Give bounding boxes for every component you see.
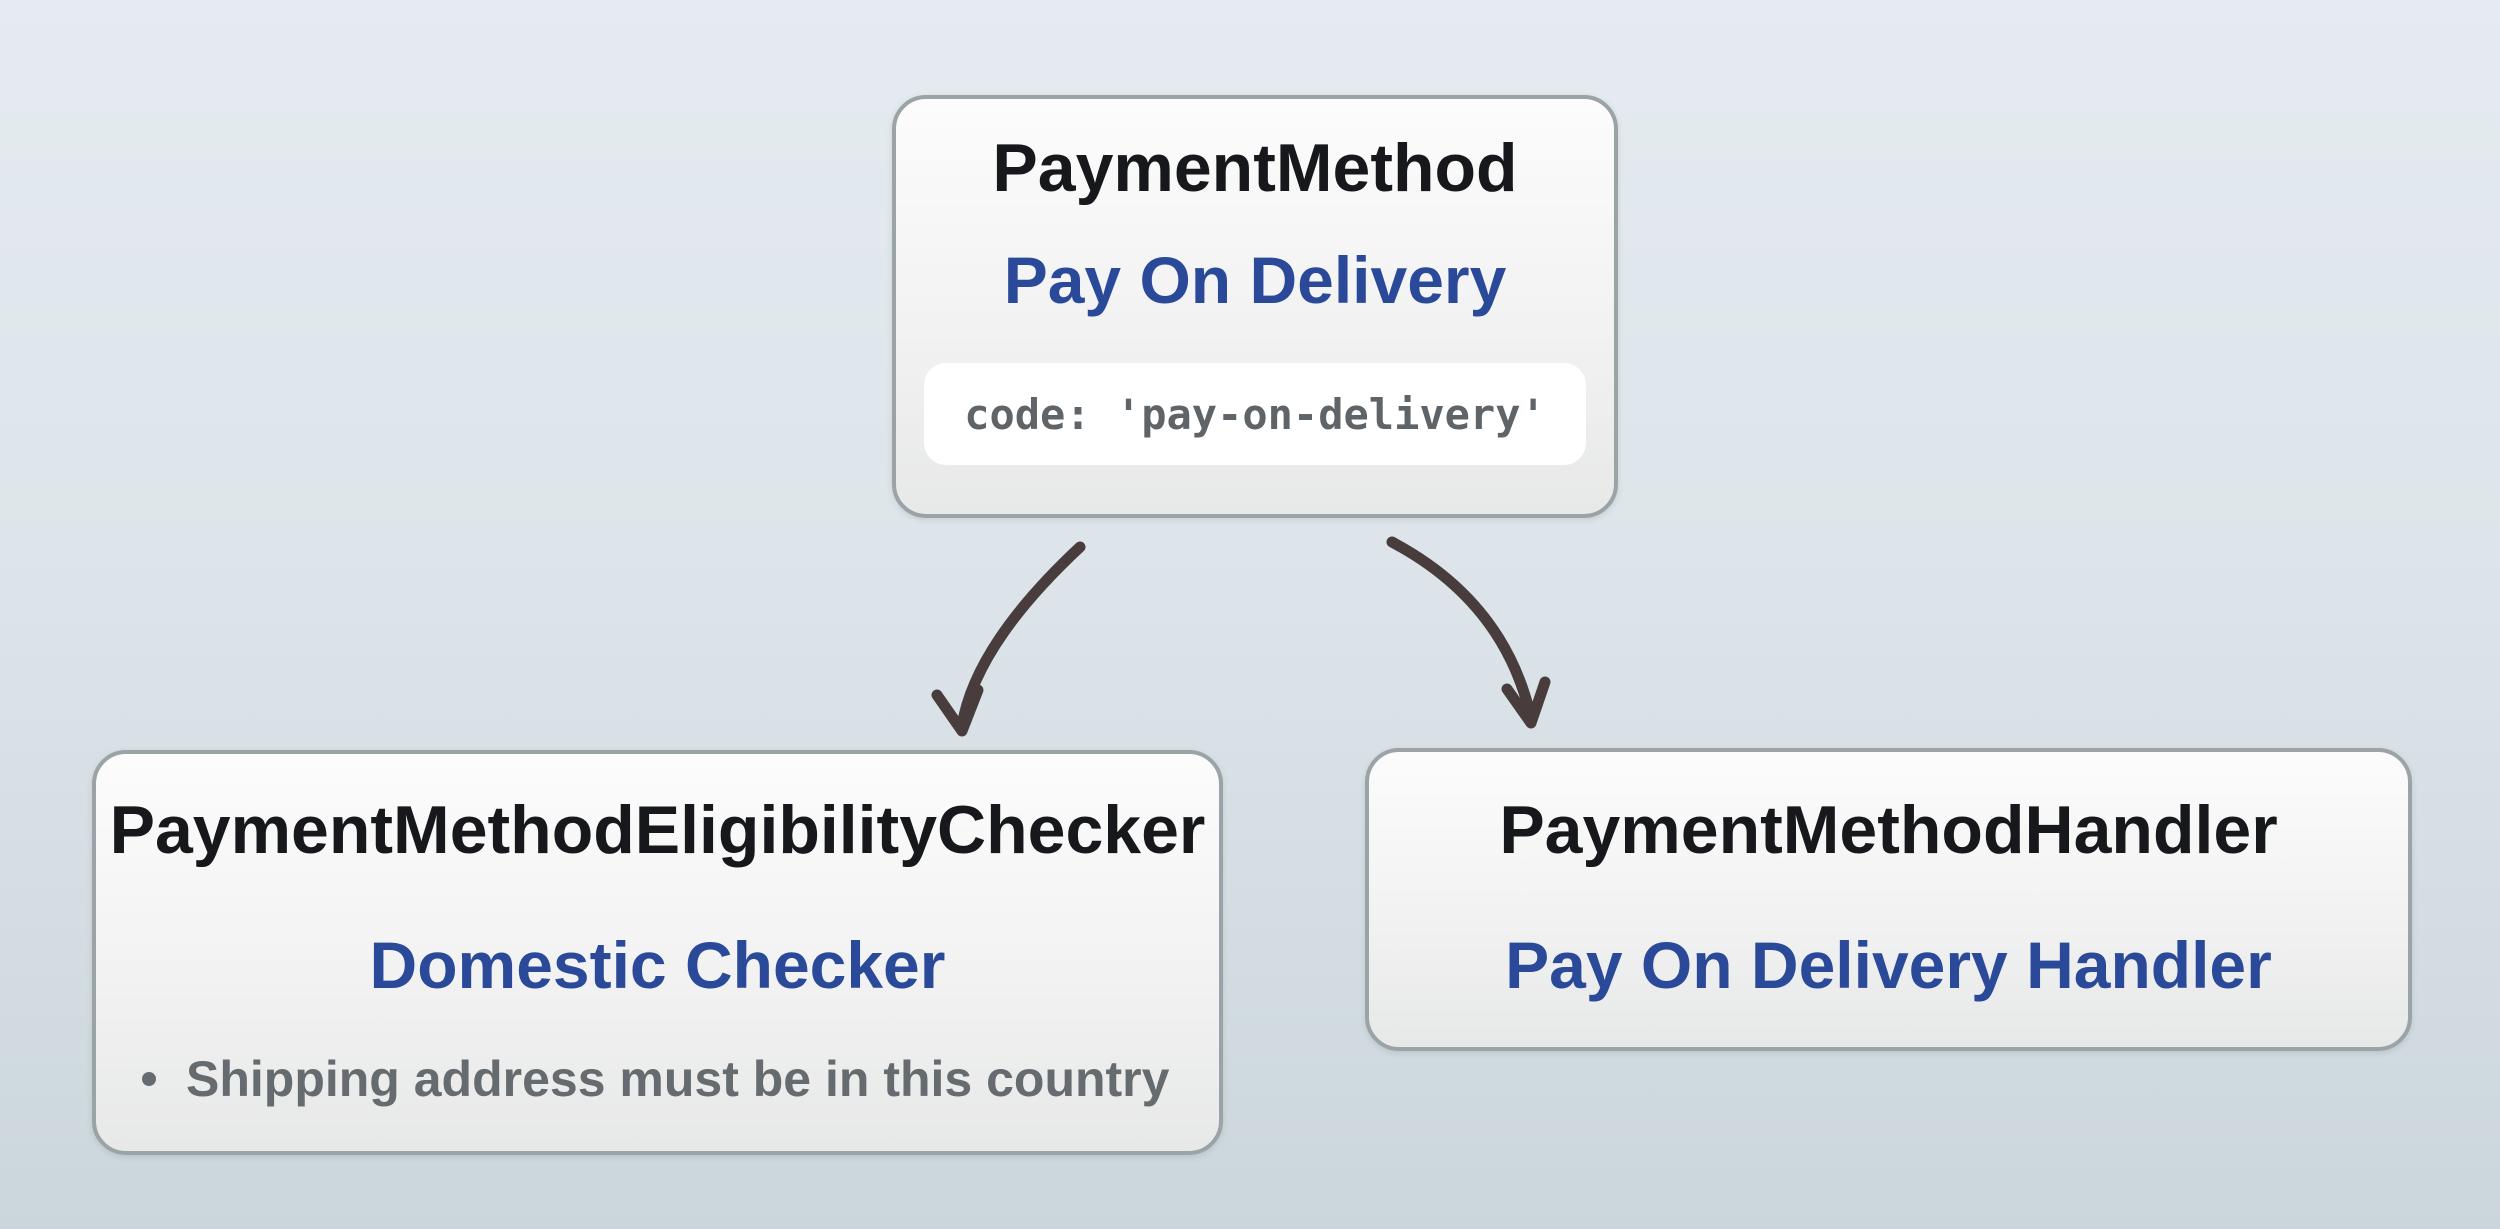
bullet-icon — [142, 1072, 156, 1086]
arrow-paymentmethod-to-eligibilitychecker — [931, 541, 1086, 737]
eligibility-checker-instance-name: Domestic Checker — [369, 928, 946, 1002]
payment-method-class-name: PaymentMethod — [992, 130, 1518, 206]
eligibility-checker-class-name: PaymentMethodEligibilityChecker — [109, 792, 1206, 868]
node-handler: PaymentMethodHandler Pay On Delivery Han… — [1365, 748, 2412, 1051]
handler-instance-name: Pay On Delivery Handler — [1505, 928, 2272, 1002]
arrowhead-icon — [931, 684, 984, 737]
handler-class-name: PaymentMethodHandler — [1499, 792, 2278, 868]
eligibility-rule-text: Shipping address must be in this country — [186, 1051, 1170, 1107]
payment-method-code: code: 'pay-on-delivery' — [964, 389, 1546, 439]
arrow-curve — [1386, 536, 1537, 724]
arrow-curve — [956, 541, 1086, 732]
payment-method-code-chip: code: 'pay-on-delivery' — [924, 363, 1586, 465]
payment-method-instance-name: Pay On Delivery — [1003, 243, 1507, 317]
arrow-paymentmethod-to-handler — [1386, 536, 1551, 729]
node-eligibility-checker: PaymentMethodEligibilityChecker Domestic… — [92, 750, 1223, 1155]
node-payment-method: PaymentMethod Pay On Delivery code: 'pay… — [892, 95, 1618, 518]
eligibility-rule-item: Shipping address must be in this country — [96, 1050, 1169, 1108]
arrowhead-icon — [1501, 676, 1551, 729]
